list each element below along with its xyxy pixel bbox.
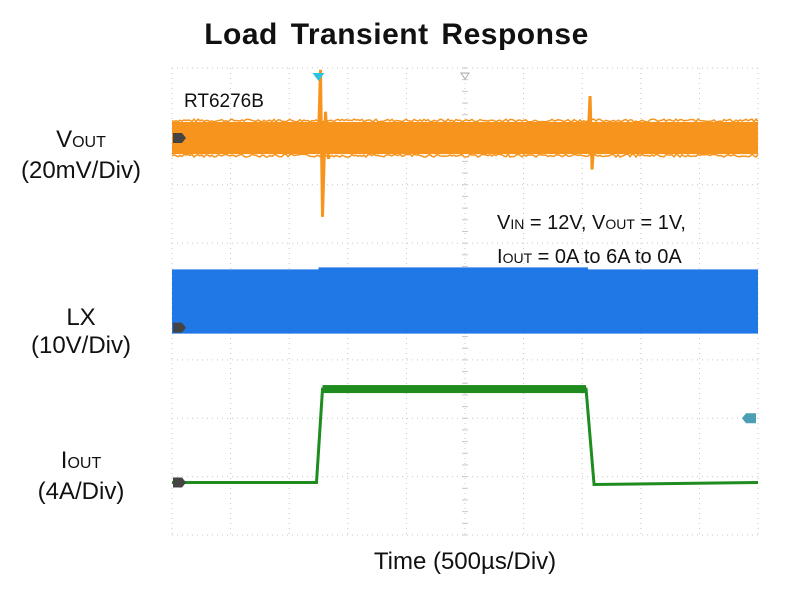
conditions-line-1: VIN = 12V, VOUT = 1V, — [497, 212, 686, 234]
iout-high-level — [322, 385, 587, 394]
lx-ground-marker — [173, 322, 186, 333]
chart-title: Load Transient Response — [204, 18, 589, 51]
conditions-line-2: IOUT = 0A to 6A to 0A — [497, 246, 682, 268]
trigger-level-marker — [742, 413, 756, 424]
x-axis-label: Time (500µs/Div) — [373, 548, 557, 575]
markers — [173, 72, 756, 488]
vout-channel-label: VOUT (20mV/Div) — [20, 126, 141, 184]
vout-trace-edge — [171, 152, 759, 159]
lx-trace-load-step — [318, 267, 589, 271]
vout-overshoot-spike — [586, 95, 597, 170]
lx-channel-label: LX (10V/Div) — [30, 304, 132, 359]
iout-ground-marker — [173, 477, 186, 488]
trigger-position-marker — [312, 73, 325, 81]
iout-channel-label: IOUT (4A/Div) — [37, 447, 125, 505]
vout-trace-edge — [171, 117, 759, 124]
vout-undershoot-spike — [317, 69, 330, 217]
center-marker — [460, 72, 470, 80]
lx-trace — [172, 269, 758, 334]
device-label: RT6276B — [184, 91, 264, 112]
traces — [171, 69, 759, 486]
vout-ground-marker — [173, 133, 186, 144]
vout-trace — [172, 121, 758, 155]
